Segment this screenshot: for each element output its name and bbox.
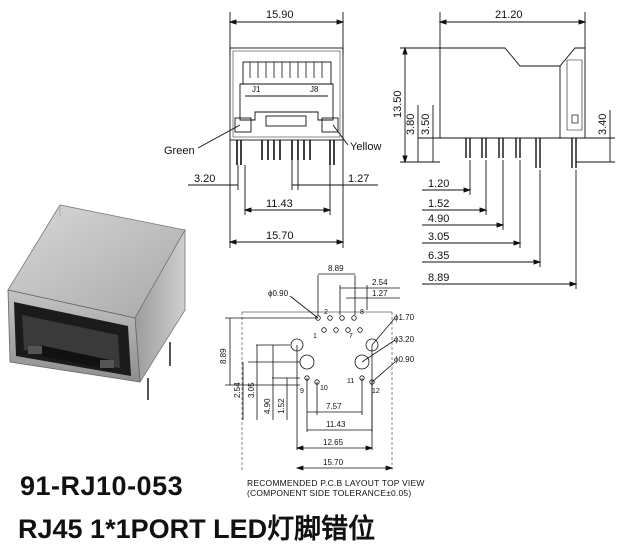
label-green: Green — [164, 145, 195, 157]
pcb-left-3-05: 3.05 — [247, 382, 256, 398]
pin-2: 2 — [324, 309, 328, 316]
pcb-dim-1-27: 1.27 — [372, 289, 388, 298]
pcb-dim-11-43: 11.43 — [326, 420, 346, 429]
pcb-left-4-90: 4.90 — [263, 398, 272, 414]
dim-15-90: 15.90 — [266, 9, 294, 21]
dim-1-27: 1.27 — [348, 173, 369, 185]
pcb-dim-15-70: 15.70 — [323, 458, 344, 467]
dim-3-05: 3.05 — [428, 231, 449, 243]
pcb-layout — [225, 273, 400, 471]
pcb-layout-labels: 8.89 2.54 1.27 ϕ0.90 ϕ1.70 ϕ3.20 ϕ0.90 8… — [219, 264, 415, 467]
dim-3-20: 3.20 — [194, 173, 215, 185]
dim-6-35: 6.35 — [428, 250, 449, 262]
front-view-labels: 15.90 J1 J8 Green Yellow 3.20 1.27 11.43… — [164, 9, 381, 242]
pcb-left-8-89: 8.89 — [219, 348, 228, 364]
pin-9: 9 — [300, 388, 304, 395]
product-photo — [7, 204, 186, 400]
label-yellow: Yellow — [350, 141, 381, 153]
pcb-dim-12-65: 12.65 — [323, 438, 344, 447]
dim-15-70: 15.70 — [266, 230, 294, 242]
dim-1-20: 1.20 — [428, 178, 449, 190]
pin-7: 7 — [349, 333, 353, 340]
dim-3-40: 3.40 — [597, 114, 609, 135]
pcb-layout-note: RECOMMENDED P.C.B LAYOUT TOP VIEW — [247, 478, 425, 488]
pin-1: 1 — [313, 333, 317, 340]
dim-21-20: 21.20 — [495, 9, 523, 21]
pin-11: 11 — [347, 378, 354, 385]
pcb-dim-7-57: 7.57 — [326, 402, 342, 411]
side-view-labels: 21.20 13.50 3.80 3.50 3.40 1.20 1.52 4.9… — [392, 9, 609, 284]
pcb-hole-1-70: ϕ1.70 — [394, 313, 415, 322]
dim-3-50: 3.50 — [420, 114, 432, 135]
label-j8: J8 — [310, 85, 319, 94]
pcb-left-1-52: 1.52 — [277, 398, 286, 414]
dim-4-90: 4.90 — [428, 213, 449, 225]
dim-13-50: 13.50 — [392, 90, 404, 118]
dim-8-89: 8.89 — [428, 272, 449, 284]
dim-11-43: 11.43 — [266, 198, 293, 210]
pcb-tolerance-note: (COMPONENT SIDE TOLERANCE±0.05) — [247, 488, 412, 498]
pin-10: 10 — [320, 385, 328, 392]
side-view — [400, 12, 615, 289]
pcb-dim-8-89: 8.89 — [328, 264, 344, 273]
dim-1-52: 1.52 — [428, 198, 449, 210]
front-view — [188, 12, 378, 248]
pcb-hole-3-20: ϕ3.20 — [394, 335, 415, 344]
pcb-hole-0-90: ϕ0.90 — [268, 289, 289, 298]
pcb-left-2-54: 2.54 — [233, 382, 242, 398]
part-number: 91-RJ10-053 — [20, 471, 184, 501]
pin-8: 8 — [360, 309, 364, 316]
pin-12: 12 — [372, 388, 380, 395]
pcb-hole-0-90-b: ϕ0.90 — [394, 355, 415, 364]
part-description: RJ45 1*1PORT LED灯脚错位 — [18, 514, 376, 544]
pcb-dim-2-54: 2.54 — [372, 278, 388, 287]
label-j1: J1 — [252, 85, 261, 94]
dim-3-80: 3.80 — [405, 114, 417, 135]
